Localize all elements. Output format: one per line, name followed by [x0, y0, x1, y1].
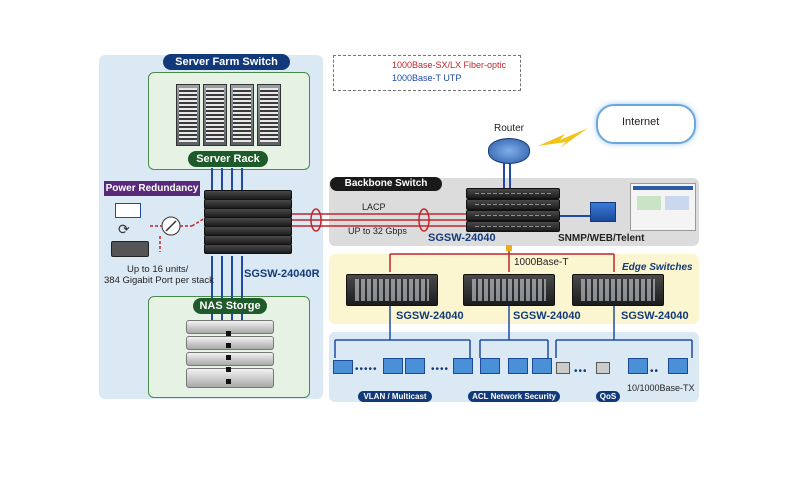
legend-box — [333, 55, 521, 91]
legend-utp-label: 1000Base-T UTP — [392, 73, 462, 83]
edge-model-3-label: SGSW-24040 — [621, 310, 689, 322]
lacp-label: LACP — [362, 202, 386, 212]
management-screenshot — [630, 183, 696, 231]
edge-switch-2-icon — [463, 274, 555, 306]
internet-label: Internet — [622, 116, 660, 128]
power-supply-icon — [111, 241, 149, 257]
edge-model-2-label: SGSW-24040 — [513, 310, 581, 322]
management-label: SNMP/WEB/Telent — [558, 233, 645, 244]
router-icon — [488, 138, 530, 164]
power-redundancy-title: Power Redundancy — [104, 181, 200, 196]
server-rack-icon — [176, 84, 281, 146]
stack-note-line1: Up to 16 units/ — [127, 264, 189, 275]
port-type-label: 10/1000Base-TX — [627, 383, 695, 393]
edge-title: Edge Switches — [622, 262, 693, 273]
stacked-switch-icon — [204, 190, 292, 254]
server-farm-title: Server Farm Switch — [163, 54, 290, 70]
internet-cloud-icon — [596, 104, 696, 144]
power-module-icon — [115, 203, 141, 218]
stack-model-label: SGSW-24040R — [244, 268, 320, 280]
nas-device-icon — [186, 320, 274, 390]
backbone-model-label: SGSW-24040 — [428, 232, 496, 244]
server-rack-label: Server Rack — [188, 151, 268, 167]
edge-model-1-label: SGSW-24040 — [396, 310, 464, 322]
qos-badge: QoS — [596, 391, 620, 402]
legend-fiber-label: 1000Base-SX/LX Fiber-optic — [392, 60, 507, 70]
vlan-badge: VLAN / Multicast — [358, 391, 432, 402]
nas-storage-label: NAS Storge — [193, 298, 267, 314]
bandwidth-label: UP to 32 Gbps — [348, 226, 407, 236]
edge-link-label: 1000Base-T — [514, 257, 569, 268]
redundancy-cycle-icon: ⟳ — [118, 221, 130, 237]
edge-switch-3-icon — [572, 274, 664, 306]
edge-switch-1-icon — [346, 274, 438, 306]
management-pc-icon — [590, 202, 616, 222]
backbone-title: Backbone Switch — [330, 177, 442, 191]
router-label: Router — [494, 123, 525, 134]
acl-badge: ACL Network Security — [468, 391, 560, 402]
stack-note-line2: 384 Gigabit Port per stack — [104, 275, 214, 286]
backbone-switch-icon — [466, 188, 560, 232]
